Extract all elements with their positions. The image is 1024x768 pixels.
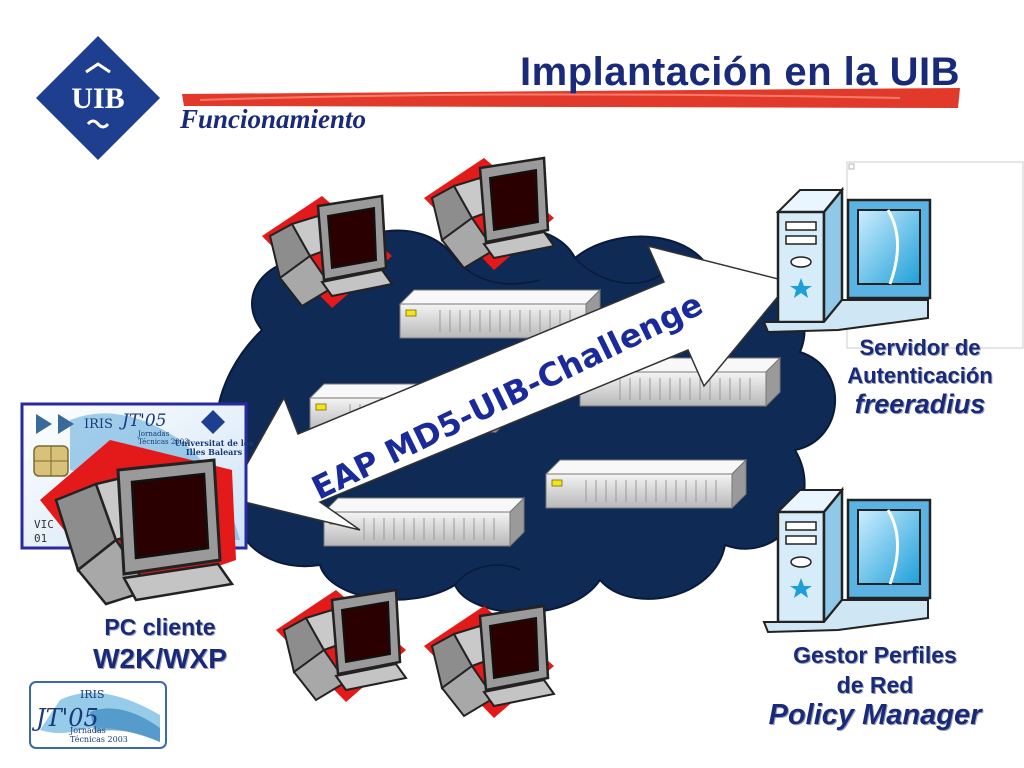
client-pc-label-line1: PC cliente xyxy=(104,614,216,640)
jt-logo-tecnicas-text: Técnicas 2003 xyxy=(70,735,128,744)
card-rediris-icon xyxy=(36,414,74,434)
uib-logo-diamond xyxy=(36,36,160,160)
card-tecnicas-text: Técnicas 2003 xyxy=(138,438,189,446)
uib-logo-text: UIB xyxy=(71,82,124,115)
uib-logo: UIB xyxy=(36,36,160,160)
card-number-text: 01 xyxy=(34,532,47,545)
jt-logo: IRIS JT'05 Jornadas Técnicas 2003 xyxy=(29,681,167,749)
network-switch-4 xyxy=(545,459,747,509)
policy-manager-workstation xyxy=(762,488,932,634)
card-jt-text: JT'05 xyxy=(119,411,166,431)
jt-logo-jornadas-text: Jornadas xyxy=(69,726,106,735)
slide-subtitle: Funcionamiento xyxy=(180,104,367,134)
auth-server-label-line1: Servidor de xyxy=(859,335,981,360)
card-uib-logo-icon xyxy=(201,410,225,434)
pc-bottom-right xyxy=(422,604,556,720)
card-name-text: VIC xyxy=(34,518,54,531)
card-iris-text: IRIS xyxy=(84,417,113,432)
policy-manager-label-line3: Policy Manager xyxy=(768,699,982,731)
card-jornadas-text: Jornadas xyxy=(137,430,170,438)
pc-bottom-left xyxy=(274,588,408,704)
auth-server-label-line2: Autenticación xyxy=(847,363,993,388)
policy-manager-label-line1: Gestor Perfiles xyxy=(793,642,957,668)
jt-logo-jt-text: JT'05 xyxy=(31,704,99,732)
slide-title: Implantación en la UIB xyxy=(520,50,960,94)
policy-manager-label: Gestor Perfiles de Red Policy Manager xyxy=(740,640,1010,730)
uib-logo-wave-icon xyxy=(86,119,110,129)
jt-logo-iris-text: IRIS xyxy=(80,688,105,701)
client-pc xyxy=(40,440,236,606)
card-univ-text-2: Illes Balears xyxy=(186,447,243,457)
title-underline xyxy=(182,88,960,108)
client-pc-label: PC cliente W2K/WXP xyxy=(60,614,260,675)
auth-server-label: Servidor de Autenticación freeradius xyxy=(820,334,1020,418)
broken-image-icon xyxy=(848,163,855,170)
card-univ-text-1: Universitat de les xyxy=(175,438,254,448)
uib-logo-hat-icon xyxy=(85,62,111,74)
auth-server-label-line3: freeradius xyxy=(854,389,986,419)
policy-manager-label-line2: de Red xyxy=(836,672,914,698)
client-pc-label-line2: W2K/WXP xyxy=(93,643,227,674)
network-switch-5 xyxy=(323,497,525,547)
auth-server-workstation xyxy=(762,188,932,334)
